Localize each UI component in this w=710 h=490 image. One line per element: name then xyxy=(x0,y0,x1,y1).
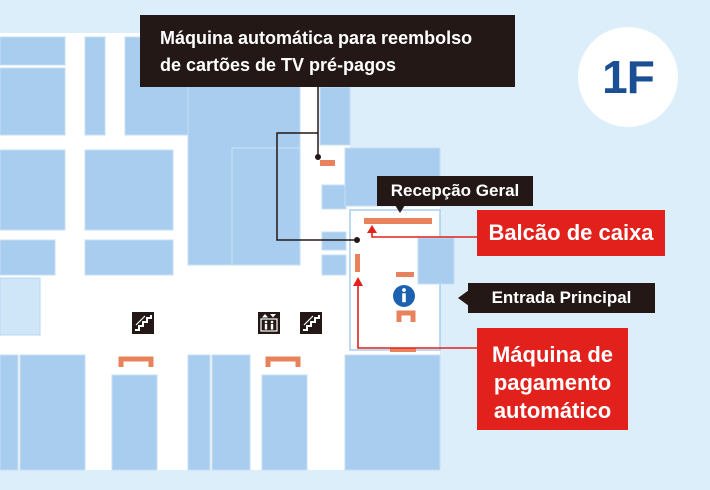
main-entrance-callout: Entrada Principal xyxy=(468,283,655,313)
callout-line: automático xyxy=(493,398,612,423)
room xyxy=(84,36,106,136)
info-icon xyxy=(393,285,415,307)
payment-machine-marker xyxy=(355,254,360,272)
room xyxy=(344,354,441,471)
facility-markers xyxy=(118,160,432,367)
room xyxy=(0,36,66,66)
room-outline xyxy=(231,147,301,266)
callout-line: de cartões de TV pré-pagos xyxy=(160,55,397,75)
room xyxy=(321,231,347,251)
payment-machine-callout: Máquina de pagamento automático xyxy=(477,328,628,430)
room xyxy=(19,354,86,471)
room xyxy=(261,374,308,471)
reception-desk-marker xyxy=(396,310,416,322)
room xyxy=(321,184,347,210)
payment-machine-leader xyxy=(353,277,477,349)
room xyxy=(0,277,41,336)
room xyxy=(417,237,455,285)
elevator-door-marker xyxy=(118,356,154,367)
elevator-door-marker xyxy=(265,356,301,367)
room xyxy=(187,354,211,471)
room xyxy=(111,374,158,471)
cashier-leader xyxy=(367,225,477,238)
room xyxy=(321,254,347,276)
room xyxy=(319,86,351,146)
callout-line: pagamento xyxy=(493,370,612,395)
room xyxy=(211,354,251,471)
room xyxy=(0,354,19,471)
callout-line: Máquina de xyxy=(491,342,613,367)
refund-machine-marker xyxy=(320,160,335,166)
cashier-callout: Balcão de caixa xyxy=(477,210,665,256)
refund-machine-callout: Máquina automática para reembolso de car… xyxy=(140,15,515,87)
reception-counter-marker xyxy=(396,272,414,277)
room xyxy=(0,149,66,231)
cashier-counter-marker xyxy=(364,218,432,224)
reception-callout: Recepção Geral xyxy=(377,176,533,206)
reception-pointer xyxy=(395,205,405,213)
stairs-icon xyxy=(132,312,154,334)
floor-badge xyxy=(578,27,678,127)
elevator-icon xyxy=(258,312,280,334)
room xyxy=(84,149,174,231)
room xyxy=(84,239,174,276)
entrance-pointer xyxy=(458,290,469,306)
callout-line: Máquina automática para reembolso xyxy=(160,28,473,48)
refund-machine-leader xyxy=(276,87,360,243)
stairs-icon xyxy=(300,312,322,334)
entrance-marker xyxy=(390,348,416,352)
room xyxy=(0,67,66,136)
floor-number: 1F xyxy=(602,51,655,103)
room xyxy=(0,239,56,276)
